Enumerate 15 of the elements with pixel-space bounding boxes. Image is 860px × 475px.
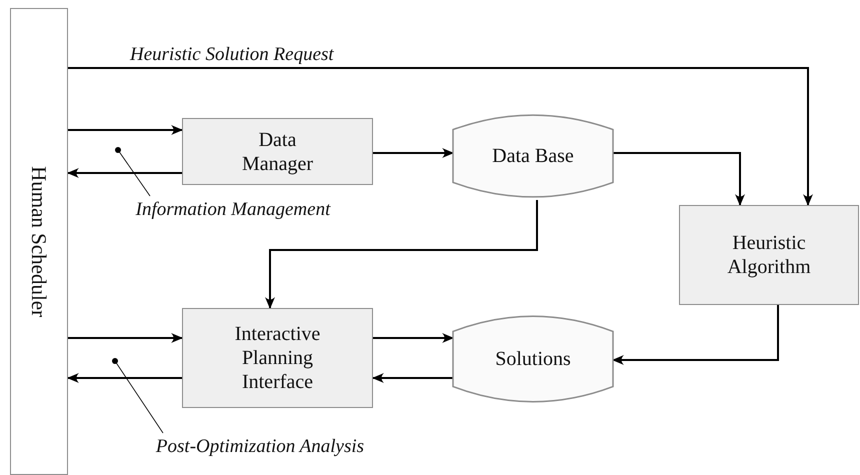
leader-line — [112, 358, 164, 434]
node-label: Human Scheduler — [26, 166, 52, 318]
edge-label: Heuristic Solution Request — [130, 44, 334, 66]
node-label: Interactive Planning Interface — [234, 322, 322, 394]
actor-bar — [10, 8, 68, 475]
annotation-text: Information Management — [136, 198, 330, 222]
process-box — [182, 118, 373, 185]
node-label: Solutions — [495, 347, 571, 371]
process-box — [182, 308, 373, 408]
node-label: Heuristic Algorithm — [726, 231, 812, 279]
node-label: Data Manager — [240, 128, 314, 176]
leader-line — [115, 147, 150, 196]
node-label: Data Base — [492, 144, 574, 168]
process-box — [679, 205, 859, 305]
annotation-text: Post-Optimization Analysis — [156, 436, 364, 458]
